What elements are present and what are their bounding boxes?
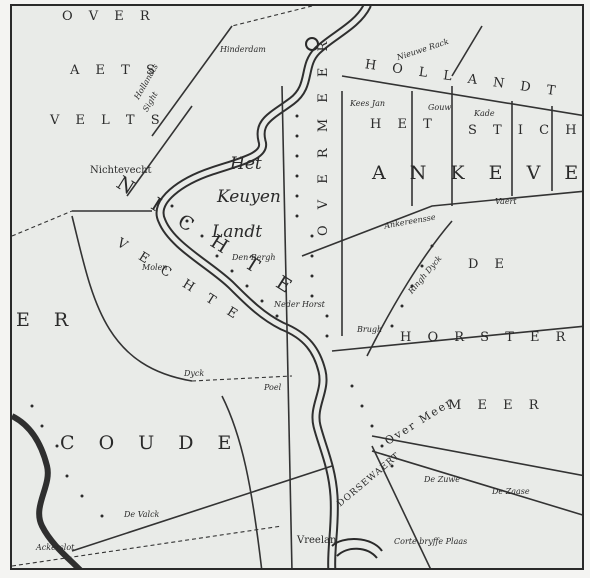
label-dyck: Dyck	[184, 369, 205, 378]
label-nichtevecht: Nichtevecht	[90, 165, 152, 176]
label-de-valck: De Valck	[124, 510, 160, 519]
label-de-zaase: De Zaase	[492, 487, 530, 496]
label-sticht: S T I C H T	[468, 123, 583, 138]
label-de: D E	[468, 257, 511, 272]
label-horster: H O R S T E R	[400, 330, 572, 345]
label-keuyen: Keuyen	[217, 187, 281, 207]
map-frame: O V E R A E T S V E L T S Hollandts Sigh…	[10, 4, 584, 570]
label-over: O V E R	[62, 9, 156, 24]
label-de-zuwe: De Zuwe	[424, 475, 460, 484]
label-velts: V E L T S	[50, 113, 166, 128]
label-brugh: Brugh	[357, 325, 383, 334]
label-den-bergh: Den Bergh	[232, 253, 276, 262]
label-het-sticht-1: H E T	[370, 117, 438, 132]
label-poel: Poel	[264, 383, 282, 392]
river-vecht-inner	[157, 6, 370, 568]
label-gouw: Gouw	[428, 103, 452, 112]
town-marks	[305, 37, 383, 559]
label-er: E R	[16, 309, 78, 331]
river-southwest	[12, 413, 83, 568]
tree-rows	[30, 114, 434, 518]
label-ackerslot: Ackerslot	[36, 543, 75, 552]
label-het: Het	[230, 154, 262, 174]
label-hinderdam: Hinderdam	[220, 45, 266, 54]
label-molen: Molen	[142, 263, 168, 272]
dykes	[71, 25, 582, 568]
label-vreelan: Vreelan	[297, 535, 337, 546]
label-corte-bryffe: Corte bryffe Plaas	[394, 537, 468, 546]
label-vaert: Vaert	[495, 197, 517, 206]
label-neder-horst: Neder Horst	[274, 300, 325, 309]
label-aets: A E T S	[70, 63, 161, 78]
map-lines	[12, 6, 582, 568]
label-kade: Kade	[474, 109, 495, 118]
label-kees-jan: Kees Jan	[350, 99, 386, 108]
boundaries	[12, 6, 313, 567]
label-landt: Landt	[212, 222, 263, 242]
label-ankeveen: A N K E V E E N	[372, 162, 582, 184]
label-over-meer-vertical: O V E R M E E R	[316, 35, 331, 236]
label-coude: C O U D E	[60, 432, 241, 454]
label-meer: M E E R	[448, 398, 545, 413]
